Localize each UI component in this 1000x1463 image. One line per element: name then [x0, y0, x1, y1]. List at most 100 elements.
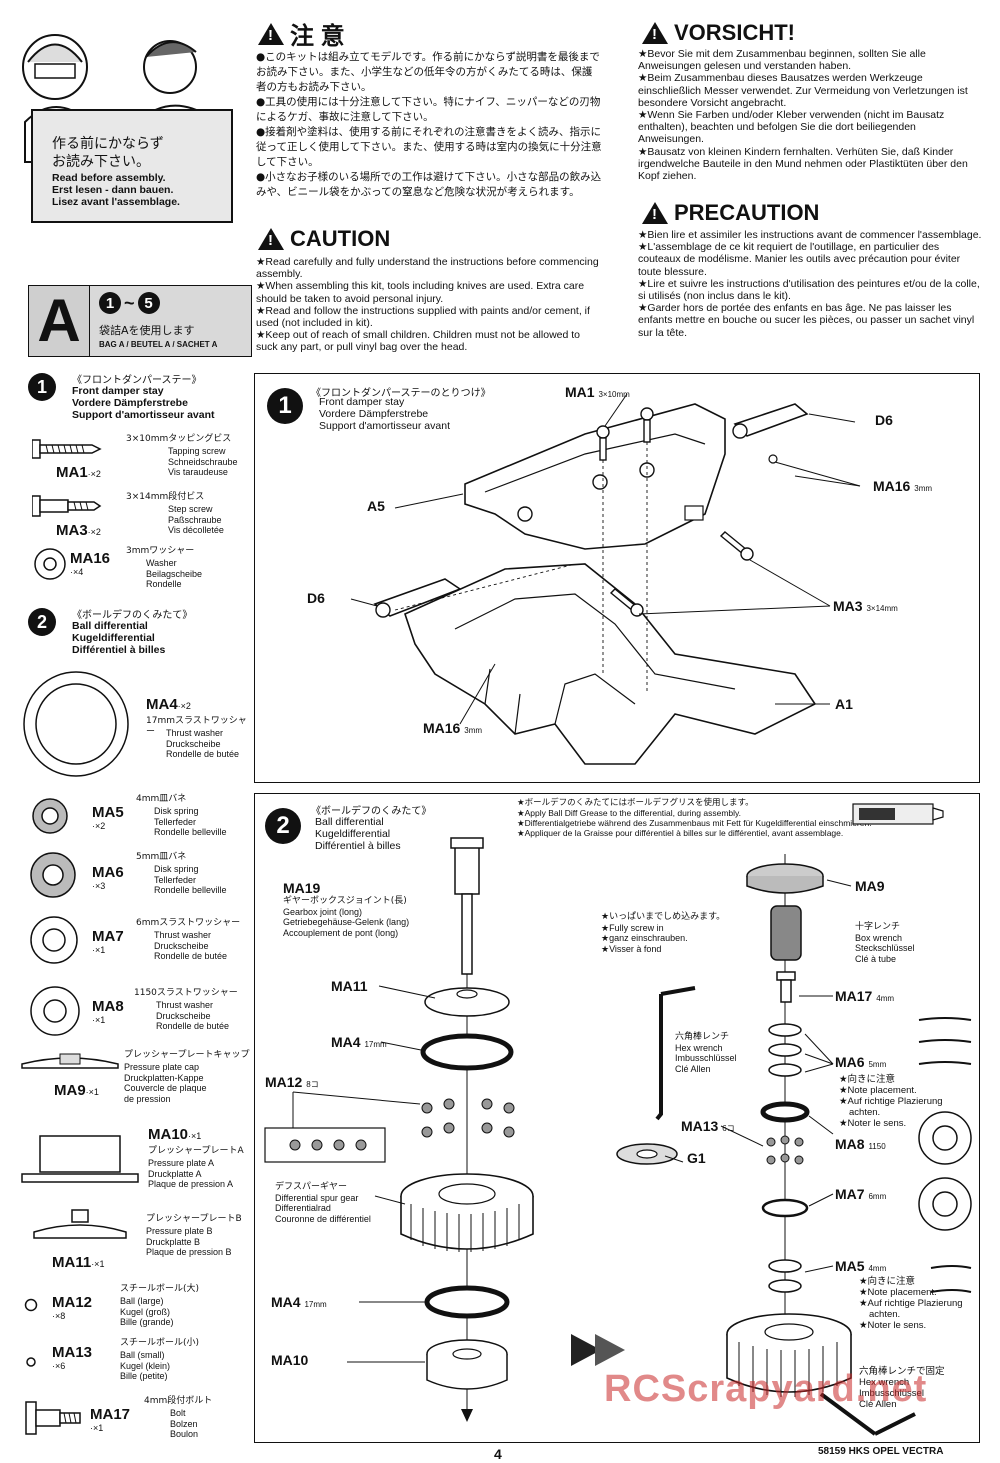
step2-title-line: Ball differential [72, 620, 148, 632]
part-desc: Disk spring Tellerfeder Rondelle bellevi… [154, 806, 227, 838]
label-ma7: MA7 6mm [835, 1186, 886, 1202]
part-desc-line: Pressure plate cap [124, 1062, 200, 1072]
diagram1-title-line: Support d'amortisseur avant [319, 420, 450, 432]
part-qty: ·×8 [52, 1311, 66, 1321]
caution-en-title: CAUTION [290, 226, 391, 251]
part-qty: ·×1 [188, 1131, 202, 1141]
part-desc-line: Bolt [170, 1408, 186, 1418]
part-desc-line: Druckplatte B [146, 1236, 201, 1247]
caution-jp-item: ●このキットは組み立てモデルです。作る前にかならず説明書を最後までお読み下さい。… [256, 51, 600, 93]
label-a1: A1 [835, 696, 853, 712]
warning-icon [642, 22, 668, 44]
label-ma5: MA5 4mm [835, 1258, 886, 1274]
label-text: MA7 [835, 1186, 865, 1202]
part-qty: ·×2 [92, 821, 106, 831]
step-screw-icon [32, 495, 102, 517]
part-code: MA16 [70, 550, 111, 567]
part-desc-line: Rondelle de butée [166, 749, 240, 759]
vorsicht-body: ★Bevor Sie mit dem Zusammenbau beginnen,… [638, 48, 983, 182]
hex-wrench-line: Hex wrench [675, 1042, 723, 1053]
label-ma13: MA13 6コ [681, 1118, 735, 1134]
screw-in-line: ★Fully screw in [601, 922, 664, 933]
washer-icon [34, 548, 66, 580]
grease-note-line: ★Apply Ball Diff Grease to the different… [517, 808, 742, 818]
part-code: MA17 [90, 1406, 131, 1423]
hex-wrench-line: Clé Allen [675, 1063, 711, 1074]
part-desc-line: Rondelle [146, 579, 182, 589]
part-jp: 3×14mm段付ビス [126, 492, 205, 502]
part-desc-line: Bille (petite) [120, 1371, 168, 1381]
label-text: MA8 [835, 1136, 865, 1152]
hex-wrench-jp: 六角棒レンチ [675, 1032, 730, 1042]
box-wrench-line: Clé à tube [855, 953, 897, 964]
vorsicht-item: ★Beim Zusammenbau dieses Bausatzes werde… [638, 72, 968, 109]
label-d6-left: D6 [307, 590, 325, 606]
box-wrench-line: Box wrench [855, 932, 903, 943]
caution-en-item: ★Read and follow the instructions suppli… [256, 304, 590, 330]
warning-icon [258, 22, 284, 45]
part-desc-line: Couvercle de plaque [124, 1083, 207, 1093]
part-jp: プレッシャープレートB [146, 1214, 242, 1224]
part-desc-line: Schneidschraube [168, 456, 238, 467]
label-size: 4mm [868, 1264, 887, 1273]
caution-en-heading: CAUTION [258, 226, 390, 252]
part-desc-line: Tellerfeder [154, 816, 197, 827]
box-wrench-jp: 十字レンチ [855, 922, 901, 932]
bag-label: BAG A / BEUTEL A / SACHET A [99, 340, 218, 349]
part-desc-line: Rondelle belleville [154, 827, 227, 837]
label-size: 6コ [722, 1124, 735, 1133]
precaution-title: PRECAUTION [674, 200, 820, 225]
diagram1-title-line: Front damper stay [319, 396, 405, 408]
part-desc-line: Rondelle de butée [154, 951, 228, 961]
diagram1-title: Front damper stay Vordere Dämpferstrebe … [319, 396, 450, 432]
label-text: MA12 [265, 1074, 303, 1090]
step1-title-line: Vordere Dämpferstrebe [72, 397, 188, 409]
label-text: MA4 [271, 1294, 301, 1310]
part-jp: 4mm皿バネ [136, 794, 187, 804]
part-code: MA1 [56, 464, 88, 481]
part-desc-line: Rondelle belleville [154, 885, 227, 895]
spur-desc: Differential spur gear Differentialrad C… [275, 1193, 371, 1225]
part-desc: Step screw Paßschraube Vis décolletée [168, 504, 224, 536]
box-wrench-desc: Box wrench Steckschlüssel Clé à tube [855, 933, 915, 965]
caution-en-item: ★When assembling this kit, tools includi… [256, 280, 585, 305]
damper-stay-drawing [350, 393, 861, 765]
part-jp: スチールボール(大) [120, 1284, 200, 1294]
grease-note-line: ★Appliquer de la Graisse pour différenti… [517, 828, 844, 838]
part-code: MA4 [146, 696, 178, 713]
placement-line: ★Note placement. [859, 1287, 937, 1298]
label-size: 3mm [464, 726, 483, 735]
part-desc: Pressure plate A Druckplatte A Plaque de… [148, 1158, 233, 1190]
part-ma16: MA16·×4 3mmワッシャー Washer Beilagscheibe Ro… [28, 546, 253, 589]
disk-spring-icon [30, 852, 76, 898]
part-qty: ·×1 [90, 1423, 104, 1433]
spur-callout: デフスパーギヤー Differential spur gear Differen… [275, 1182, 371, 1224]
label-ma4-upper: MA4 17mm [331, 1034, 387, 1050]
placement-line: ★Note placement. [839, 1085, 917, 1096]
step2-title-line: Différentiel à billes [72, 644, 166, 656]
part-desc: Thrust washer Druckscheibe Rondelle de b… [154, 930, 227, 962]
part-code: MA7 [92, 928, 124, 945]
label-text: MA6 [835, 1054, 865, 1070]
hex-fix-note: 六角棒レンチで固定 Hex wrench Imbusschlüssel Clé … [859, 1366, 945, 1410]
label-size: 3×10mm [598, 390, 630, 399]
placement-line: ★Auf richtige Plazierung [859, 1298, 963, 1309]
screw-in-desc: ★Fully screw in ★ganz einschrauben. ★Vis… [601, 923, 725, 955]
part-desc: Thrust washer Druckscheibe Rondelle de b… [156, 1000, 229, 1032]
label-ma4-lower: MA4 17mm [271, 1294, 327, 1310]
hex-wrench-line: Imbusschlüssel [675, 1053, 737, 1063]
pressure-plate-a-icon [21, 1135, 139, 1183]
part-desc-line: Disk spring [154, 864, 199, 874]
caution-jp-item: ●接着剤や塗料は、使用する前にそれぞれの注意書きをよく読み、指示に従って正しく使… [256, 126, 602, 168]
step2-title-jp: 《ボールデフのくみたて》 [72, 610, 193, 621]
ma19-jp: ギヤーボックスジョイント(長) [283, 896, 407, 906]
box-wrench-line: Steckschlüssel [855, 943, 915, 953]
header-illustration [10, 12, 240, 227]
label-size: 4mm [876, 994, 895, 1003]
caution-jp-body: ●このキットは組み立てモデルです。作る前にかならず説明書を最後までお読み下さい。… [256, 50, 602, 200]
part-qty: ·×2 [177, 701, 191, 711]
thrust-washer-icon [30, 916, 78, 964]
steel-ball-icon [26, 1357, 36, 1367]
vorsicht-item: ★Bausatz von kleinen Kindern fernhalten.… [638, 145, 968, 183]
part-desc-line: Rondelle de butée [156, 1021, 230, 1031]
